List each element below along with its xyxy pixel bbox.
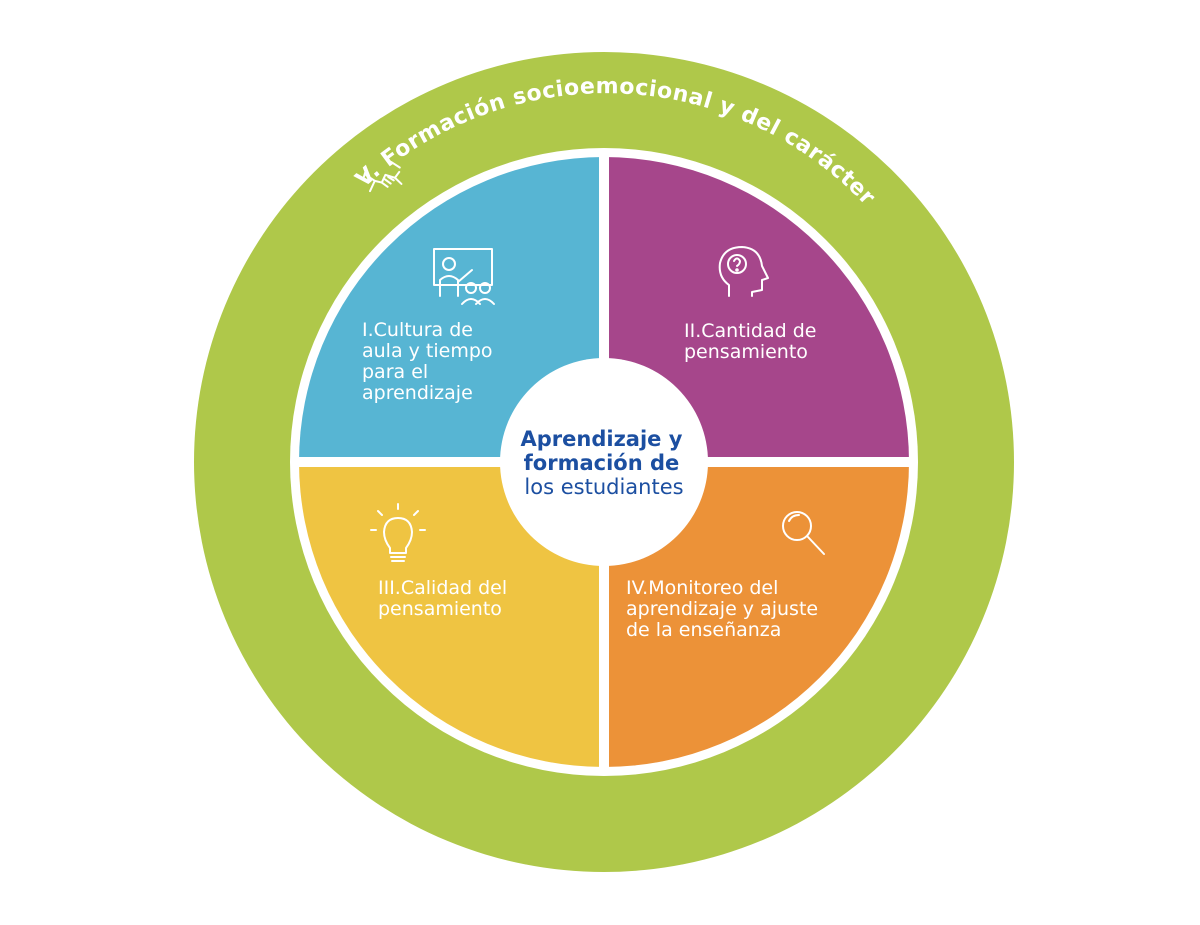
center-line-2: formación de (524, 451, 680, 475)
head-question-icon (718, 246, 769, 297)
q4-line-2: aprendizaje y ajuste (626, 598, 818, 620)
q1-line-3: para el (362, 361, 428, 383)
q3-line-1: III.Calidad del (378, 577, 507, 599)
magnifier-icon (782, 511, 825, 555)
center-circle (500, 358, 708, 566)
handshake-icon (362, 161, 403, 193)
q1-line-4: aprendizaje (362, 382, 473, 404)
quadrant-label-learning-monitoring: IV.Monitoreo del aprendizaje y ajuste de… (626, 577, 824, 641)
lightbulb-icon (370, 503, 426, 562)
classroom-teacher-icon (433, 248, 495, 305)
quadrant-label-thinking-quantity: II.Cantidad de pensamiento (684, 320, 823, 363)
q4-line-1: IV.Monitoreo del (626, 577, 778, 599)
quadrant-label-thinking-quality: III.Calidad del pensamiento (378, 577, 513, 620)
q4-line-3: de la enseñanza (626, 619, 781, 641)
q1-line-2: aula y tiempo (362, 340, 493, 362)
center-line-3: los estudiantes (524, 475, 683, 499)
q2-line-2: pensamiento (684, 341, 808, 363)
quadrant-label-classroom-culture: I.Cultura de aula y tiempo para el apren… (362, 319, 499, 404)
center-line-1: Aprendizaje y (521, 427, 683, 451)
q1-line-1: I.Cultura de (362, 319, 473, 341)
q2-line-1: II.Cantidad de (684, 320, 816, 342)
center-title: Aprendizaje y formación de los estudiant… (521, 427, 688, 499)
q3-line-2: pensamiento (378, 598, 502, 620)
